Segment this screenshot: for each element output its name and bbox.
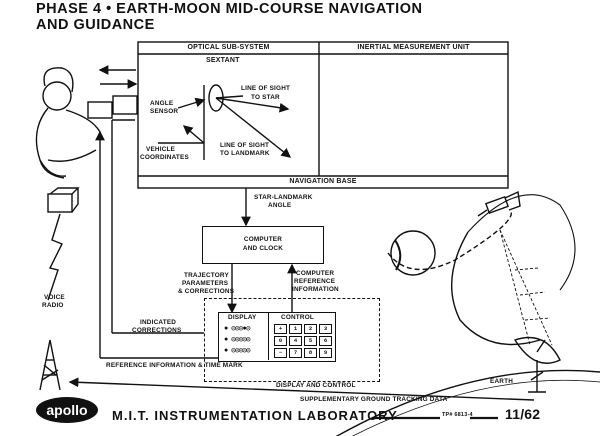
trajectory-label-2: PARAMETERS [182,280,229,287]
angle-sensor-label-1: ANGLE [150,100,174,107]
radio-label: RADIO [42,302,64,309]
reference-time-label: REFERENCE INFORMATION & TIME MARK [106,362,243,369]
key-7[interactable]: 7 [289,348,302,358]
earth-horizon [335,369,600,436]
voice-label: VOICE [44,294,65,301]
line-of-sight-landmark-line [215,97,292,158]
display-readouts: ● ◎◎◎●◎ ● ◎◎◎◎◎ ● ◎◎◎◎◎ [224,324,264,357]
voice-radio-signal [47,213,63,301]
radar-dish [513,336,561,393]
computer-and-clock-box: COMPUTER AND CLOCK [202,226,324,264]
key-plus[interactable]: + [274,324,287,334]
apollo-logo: apollo [36,397,98,423]
page-title-line2: AND GUIDANCE [36,17,155,33]
key-9[interactable]: 9 [319,348,332,358]
key-5[interactable]: 5 [304,336,317,346]
computer-label-2: AND CLOCK [242,245,284,252]
radar-signal [499,229,553,346]
key-minus[interactable]: − [274,348,287,358]
radio-tower [39,339,61,391]
key-3[interactable]: 3 [319,324,332,334]
ground-tracking-line [68,377,535,401]
key-1[interactable]: 1 [289,324,302,334]
vehicle-coordinates-label-1: VEHICLE [146,146,176,153]
display-row: ● ◎◎◎●◎ [224,325,250,333]
los-star-label-1: LINE OF SIGHT [241,85,291,92]
vehicle-coordinates-label-2: COORDINATES [140,154,189,161]
computer-label-1: COMPUTER [243,236,283,243]
key-4[interactable]: 4 [289,336,302,346]
panel-divider [268,312,270,360]
los-star-label-2: TO STAR [251,94,280,101]
spacecraft [477,190,521,217]
document-code: TP# 6813-4 [442,412,473,418]
key-2[interactable]: 2 [304,324,317,334]
transmitter-box [47,193,73,213]
page-title-line1: PHASE 4 • EARTH-MOON MID-COURSE NAVIGATI… [36,1,423,17]
supplementary-tracking-label: SUPPLEMENTARY GROUND TRACKING DATA [300,396,448,403]
trajectory-dashed [387,209,512,271]
earth-label: EARTH [490,378,514,385]
moon [390,230,436,276]
angle-sensor-label-2: SENSOR [150,108,179,115]
navigation-base-label: NAVIGATION BASE [289,178,357,185]
display-and-control-label: DISPLAY AND CONTROL [276,382,356,389]
navigation-system-frame [137,41,509,189]
astronaut-figure [35,67,101,179]
display-and-control-frame [204,298,380,382]
key-8[interactable]: 8 [304,348,317,358]
lab-name: M.I.T. INSTRUMENTATION LABORATORY [112,408,398,423]
los-landmark-label-2: TO LANDMARK [220,150,270,157]
star-landmark-angle-2: ANGLE [268,202,292,209]
control-label: CONTROL [281,314,314,321]
display-row: ● ◎◎◎◎◎ [224,336,250,344]
line-of-sight-star-line [215,97,290,113]
imu-header: INERTIAL MEASUREMENT UNIT [357,44,470,51]
key-6[interactable]: 6 [319,336,332,346]
trajectory-label-3: & CORRECTIONS [178,288,235,295]
trajectory-label-1: TRAJECTORY [184,272,229,279]
page-number: 11/62 [505,406,541,422]
computer-ref-label-1: COMPUTER [296,270,335,277]
indicated-corrections-label-1: INDICATED [140,319,177,326]
display-label: DISPLAY [228,314,257,321]
key-0[interactable]: 0 [274,336,287,346]
display-row: ● ◎◎◎◎◎ [224,347,250,355]
sextant-label: SEXTANT [206,57,240,64]
computer-ref-label-3: INFORMATION [292,286,339,293]
computer-ref-label-2: REFERENCE [294,278,336,285]
star-landmark-angle-1: STAR-LANDMARK [254,194,313,201]
indicated-corrections-label-2: CORRECTIONS [132,327,182,334]
optical-subsystem-header: OPTICAL SUB-SYSTEM [187,44,270,51]
los-landmark-label-1: LINE OF SIGHT [220,142,270,149]
